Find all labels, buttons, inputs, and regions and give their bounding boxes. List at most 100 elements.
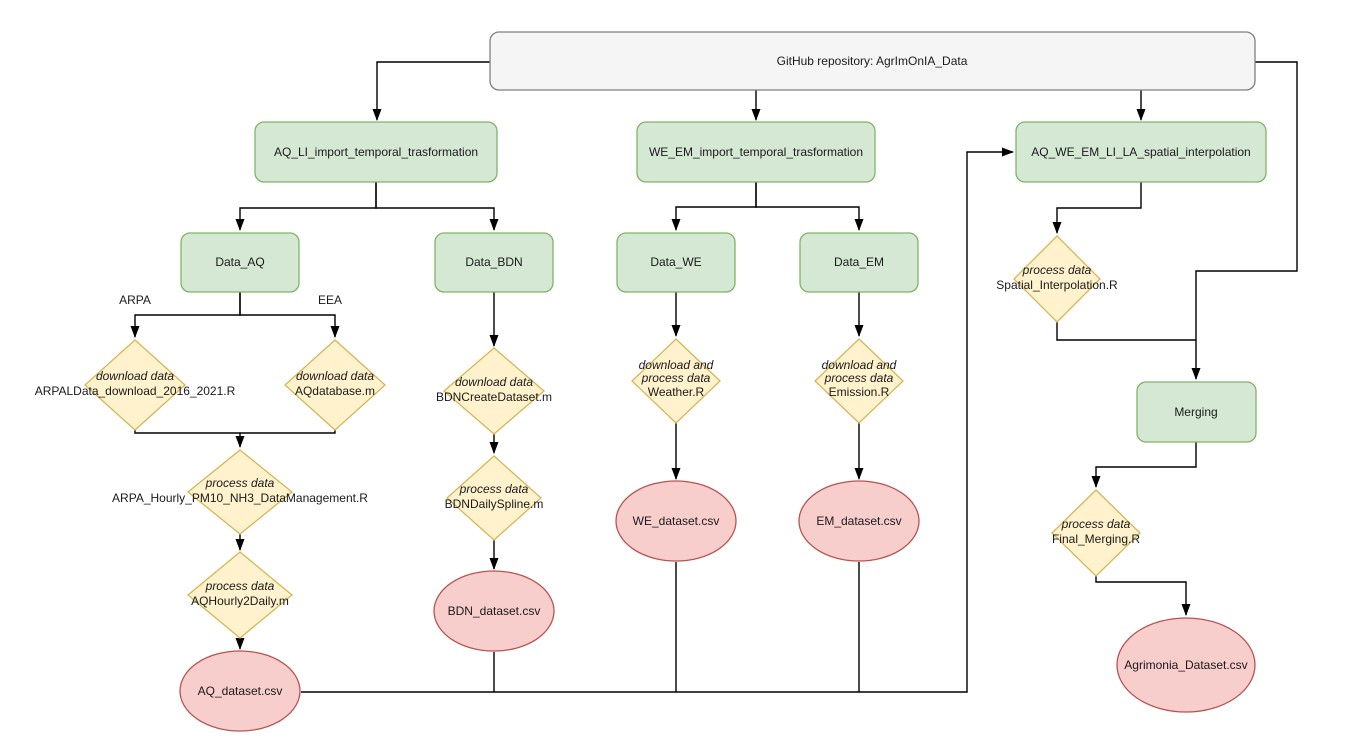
spatialr-note: process data xyxy=(1022,263,1092,277)
edge-we-em-to-data-em xyxy=(755,182,864,231)
bdnspline-script: BDNDailySpline.m xyxy=(445,497,544,511)
connectors xyxy=(130,61,1298,693)
data-bdn-node: Data_BDN xyxy=(434,232,554,293)
repo-label: GitHub repository: AgrImOnIA_Data xyxy=(777,54,968,68)
branch-aq-li-label: AQ_LI_import_temporal_trasformation xyxy=(274,145,478,159)
data-aq-node: Data_AQ xyxy=(180,232,300,293)
emission-note2: process data xyxy=(824,371,894,385)
branch-we-em-box xyxy=(636,121,876,183)
data-aq-label: Data_AQ xyxy=(215,255,264,269)
we-dataset-output: WE_dataset.csv xyxy=(615,480,737,562)
edge-aq-li-to-data-aq xyxy=(235,182,377,231)
data-bdn-box xyxy=(434,232,554,293)
repo-box xyxy=(489,31,1256,91)
arpal-script: ARPALData_download_2016_2021.R xyxy=(35,384,236,398)
arpal-diamond-shape xyxy=(84,339,186,431)
spatialr-script: Spatial_Interpolation.R xyxy=(996,278,1118,292)
emission-note1: download and xyxy=(822,358,897,372)
edge-spatial-to-spatialr xyxy=(1052,182,1142,234)
finalmerge-script: Final_Merging.R xyxy=(1052,532,1140,546)
process-arpal-download-diamond: download data ARPALData_download_2016_20… xyxy=(35,339,236,431)
edge-label-eea: EEA xyxy=(318,293,342,307)
edge-datasets-rail-to-spatial xyxy=(301,147,1014,693)
data-we-box xyxy=(616,232,736,293)
edge-we-em-to-data-we xyxy=(671,182,757,231)
weather-note1: download and xyxy=(639,358,714,372)
edge-merging-to-finalmerge xyxy=(1091,442,1197,488)
aq-dataset-output: AQ_dataset.csv xyxy=(179,650,301,732)
data-em-node: Data_EM xyxy=(799,232,919,293)
data-bdn-label: Data_BDN xyxy=(465,255,522,269)
process-arpa-hourly-diamond: process data ARPA_Hourly_PM10_NH3_DataMa… xyxy=(112,449,368,535)
arpahourly-script: ARPA_Hourly_PM10_NH3_DataManagement.R xyxy=(112,491,368,505)
branch-aq-li-box xyxy=(254,121,498,183)
process-bdnspline-diamond: process data BDNDailySpline.m xyxy=(445,455,544,541)
bdn-dataset-ellipse xyxy=(433,570,555,652)
edge-spatialr-to-merging-join xyxy=(1056,322,1196,341)
aq-dataset-label: AQ_dataset.csv xyxy=(198,684,283,698)
edge-repo-to-merging xyxy=(1191,61,1298,380)
finalmerge-note: process data xyxy=(1061,517,1131,531)
branch-aq-li-node: AQ_LI_import_temporal_trasformation xyxy=(254,121,498,183)
aqdb-note: download data xyxy=(296,369,374,383)
bdnspline-note: process data xyxy=(459,482,529,496)
branch-spatial-node: AQ_WE_EM_LI_LA_spatial_interpolation xyxy=(1015,121,1267,183)
aqh2d-script: AQHourly2Daily.m xyxy=(191,594,289,608)
em-dataset-ellipse xyxy=(798,480,920,562)
aqh2d-diamond-shape xyxy=(186,551,294,639)
edge-repo-to-aq-li xyxy=(372,61,490,121)
bdncreate-script: BDNCreateDataset.m xyxy=(436,390,552,404)
merging-node: Merging xyxy=(1136,381,1257,443)
process-aqhourly2daily-diamond: process data AQHourly2Daily.m xyxy=(186,551,294,639)
aqh2d-note: process data xyxy=(205,579,275,593)
arpal-note: download data xyxy=(96,369,174,383)
branch-we-em-label: WE_EM_import_temporal_trasformation xyxy=(649,145,863,159)
bdncreate-note: download data xyxy=(455,375,533,389)
aqdb-diamond-shape xyxy=(284,339,386,431)
merging-label: Merging xyxy=(1174,405,1217,419)
edge-label-arpa: ARPA xyxy=(119,293,151,307)
we-dataset-ellipse xyxy=(615,480,737,562)
process-weather-diamond: download and process data Weather.R xyxy=(631,338,721,424)
emission-diamond-shape xyxy=(814,338,904,424)
branch-spatial-label: AQ_WE_EM_LI_LA_spatial_interpolation xyxy=(1031,145,1250,159)
data-em-label: Data_EM xyxy=(834,255,884,269)
process-bdncreate-diamond: download data BDNCreateDataset.m xyxy=(436,347,552,435)
bdnspline-diamond-shape xyxy=(446,455,542,541)
emission-script: Emission.R xyxy=(829,385,890,399)
agrimonia-dataset-label: Agrimonia_Dataset.csv xyxy=(1124,658,1247,672)
branch-we-em-node: WE_EM_import_temporal_trasformation xyxy=(636,121,876,183)
process-final-merging-diamond: process data Final_Merging.R xyxy=(1051,489,1141,577)
agrimonia-dataset-output: Agrimonia_Dataset.csv xyxy=(1116,617,1256,713)
process-emission-diamond: download and process data Emission.R xyxy=(814,338,904,424)
weather-script: Weather.R xyxy=(648,385,705,399)
spatialr-diamond-shape xyxy=(1013,235,1101,323)
data-em-box xyxy=(799,232,919,293)
data-aq-box xyxy=(180,232,300,293)
edge-finalmerge-to-agrimonia xyxy=(1095,576,1191,616)
process-spatial-interpolation-diamond: process data Spatial_Interpolation.R xyxy=(996,235,1118,323)
aq-dataset-ellipse xyxy=(179,650,301,732)
branch-spatial-box xyxy=(1015,121,1267,183)
em-dataset-label: EM_dataset.csv xyxy=(816,514,901,528)
weather-diamond-shape xyxy=(631,338,721,424)
data-we-label: Data_WE xyxy=(650,255,701,269)
merging-box xyxy=(1136,381,1257,443)
bdn-dataset-output: BDN_dataset.csv xyxy=(433,570,555,652)
edge-data-aq-to-aqdb xyxy=(239,292,340,338)
process-aqdatabase-diamond: download data AQdatabase.m xyxy=(284,339,386,431)
finalmerge-diamond-shape xyxy=(1051,489,1141,577)
em-dataset-output: EM_dataset.csv xyxy=(798,480,920,562)
agrimonia-dataset-ellipse xyxy=(1116,617,1256,713)
bdncreate-diamond-shape xyxy=(443,347,545,435)
bdn-dataset-label: BDN_dataset.csv xyxy=(448,604,541,618)
edge-download-join xyxy=(134,430,336,434)
we-dataset-label: WE_dataset.csv xyxy=(633,514,720,528)
data-we-node: Data_WE xyxy=(616,232,736,293)
arpahourly-diamond-shape xyxy=(186,449,294,535)
aqdb-script: AQdatabase.m xyxy=(295,384,375,398)
weather-note2: process data xyxy=(641,371,711,385)
edge-aq-li-to-data-bdn xyxy=(375,182,499,231)
